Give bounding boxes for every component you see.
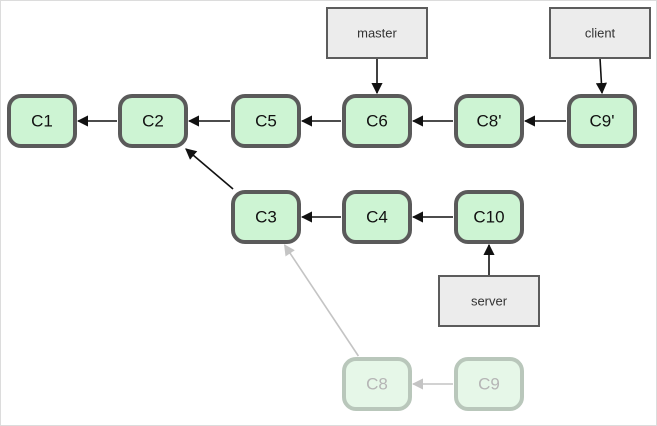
ref-server: server <box>438 243 540 327</box>
commit-c3: C3 <box>231 190 301 244</box>
commit-label-c10: C10 <box>473 208 504 227</box>
ref-pointer-client <box>595 57 608 95</box>
commit-box-c3 <box>231 190 301 244</box>
parent-link-c3-to-c2 <box>185 148 234 190</box>
commit-box-c6 <box>342 94 412 148</box>
commit-c5: C5 <box>231 94 301 148</box>
commit-label-c4: C4 <box>366 208 388 227</box>
commit-box-c8 <box>342 357 412 411</box>
commit-c4: C4 <box>342 190 412 244</box>
commit-label-c1: C1 <box>31 112 53 131</box>
ref-box-master <box>326 7 428 59</box>
commit-c1: C1 <box>7 94 77 148</box>
commit-box-c8p <box>454 94 524 148</box>
ref-label-server: server <box>471 294 508 309</box>
commit-label-c9p: C9' <box>590 112 615 131</box>
commit-label-c8p: C8' <box>477 112 502 131</box>
commit-c9p: C9' <box>567 94 637 148</box>
parent-links <box>76 115 566 390</box>
commit-box-c1 <box>7 94 77 148</box>
commit-label-c2: C2 <box>142 112 164 131</box>
parent-link-c8-to-c3 <box>283 244 360 357</box>
commit-box-c4 <box>342 190 412 244</box>
commit-c9: C9 <box>454 357 524 411</box>
commit-label-c6: C6 <box>366 112 388 131</box>
ref-label-client: client <box>585 26 616 41</box>
commit-label-c8: C8 <box>366 375 388 394</box>
commit-label-c5: C5 <box>255 112 277 131</box>
ref-client: client <box>549 7 651 95</box>
commit-c2: C2 <box>118 94 188 148</box>
commit-c8: C8 <box>342 357 412 411</box>
commit-box-c5 <box>231 94 301 148</box>
commit-c6: C6 <box>342 94 412 148</box>
branch-refs: master client server <box>326 7 651 327</box>
commit-label-c9: C9 <box>478 375 500 394</box>
commit-c10: C10 <box>454 190 524 244</box>
ref-box-client <box>549 7 651 59</box>
commit-box-c9p <box>567 94 637 148</box>
ref-master: master <box>326 7 428 95</box>
commit-c8p: C8' <box>454 94 524 148</box>
ref-label-master: master <box>357 26 397 41</box>
commit-box-c2 <box>118 94 188 148</box>
commit-box-c10 <box>454 190 524 244</box>
commit-box-c9 <box>454 357 524 411</box>
ref-box-server <box>438 275 540 327</box>
commit-label-c3: C3 <box>255 208 277 227</box>
